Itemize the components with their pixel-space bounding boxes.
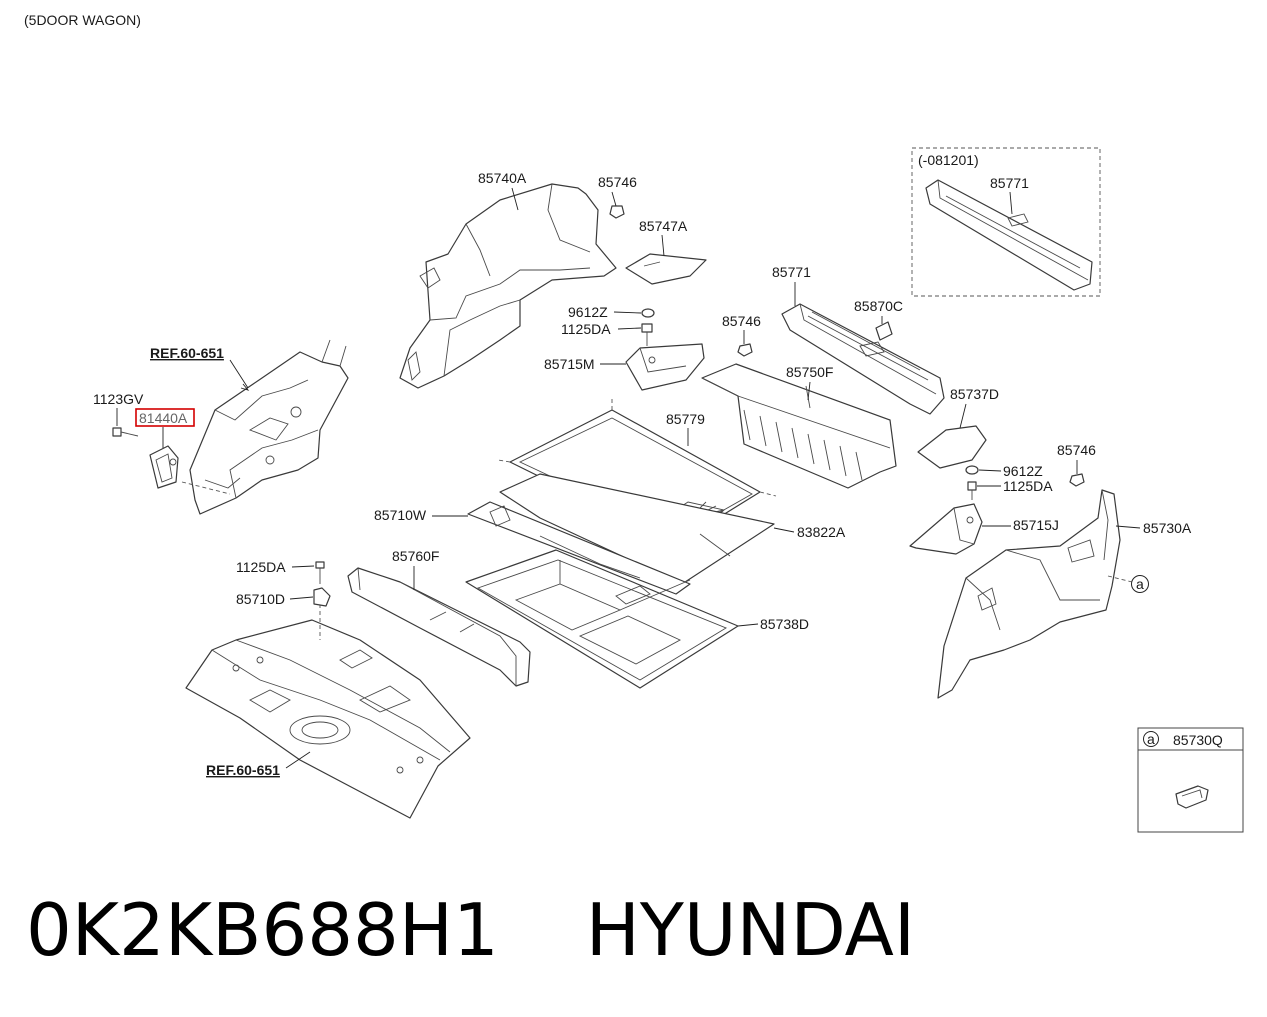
rear-floor-panel-illustration bbox=[185, 619, 471, 819]
label-1125DA-floor: 1125DA bbox=[236, 559, 286, 575]
label-85710D: 85710D bbox=[236, 591, 285, 607]
plug-9612Z-upper bbox=[641, 308, 655, 318]
plug-9612Z-lower bbox=[965, 465, 979, 475]
bracket-85710D bbox=[313, 587, 331, 607]
label-85750F: 85750F bbox=[786, 364, 833, 380]
variant-label: (5DOOR WAGON) bbox=[24, 12, 141, 28]
callout-a-label: a bbox=[1136, 576, 1144, 592]
bolt-1123GV bbox=[112, 427, 139, 437]
part-number: 0K2KB688H1 bbox=[26, 888, 499, 972]
label-85746-right: 85746 bbox=[1057, 442, 1096, 458]
ref-label-bottom: REF.60-651 bbox=[206, 762, 280, 778]
transverse-trim-85771-alt bbox=[925, 179, 1093, 291]
highlight-box bbox=[135, 408, 195, 427]
floor-cover-83822A bbox=[499, 473, 775, 585]
label-1123GV: 1123GV bbox=[93, 391, 144, 407]
label-9612Z-lower: 9612Z bbox=[1003, 463, 1043, 479]
label-85771-center: 85771 bbox=[772, 264, 811, 280]
label-85747A: 85747A bbox=[639, 218, 688, 234]
label-1125DA-lower: 1125DA bbox=[1003, 478, 1053, 494]
quarter-trim-85740A bbox=[399, 183, 617, 389]
bracket-85715M bbox=[625, 343, 705, 391]
label-85715J: 85715J bbox=[1013, 517, 1059, 533]
legend-box-85730Q: a 85730Q bbox=[1137, 727, 1244, 833]
bracket-81440A bbox=[149, 445, 179, 489]
storage-tray-85750F bbox=[701, 363, 897, 489]
clip-85746-right bbox=[1069, 473, 1085, 487]
label-85746-middle: 85746 bbox=[722, 313, 761, 329]
label-85740A: 85740A bbox=[478, 170, 527, 186]
bolt-1125DA-upper bbox=[641, 323, 653, 346]
footer: 0K2KB688H1 HYUNDAI bbox=[26, 888, 1246, 998]
parts-diagram: (5DOOR WAGON) 1123GV 81440A REF.60-651 bbox=[24, 12, 1244, 833]
label-1125DA-upper: 1125DA bbox=[561, 321, 611, 337]
cover-85747A bbox=[625, 253, 707, 285]
floor-board-85710W bbox=[467, 501, 691, 595]
brand-name: HYUNDAI bbox=[585, 888, 916, 972]
label-85715M: 85715M bbox=[544, 356, 595, 372]
clip-85746-top bbox=[609, 205, 625, 219]
label-85760F: 85760F bbox=[392, 548, 439, 564]
quarter-trim-85730A bbox=[937, 489, 1121, 699]
clip-85746-middle bbox=[737, 343, 753, 357]
label-85737D: 85737D bbox=[950, 386, 999, 402]
clip-85870C bbox=[875, 321, 893, 341]
callout-a-circle bbox=[1131, 575, 1149, 593]
label-85738D: 85738D bbox=[760, 616, 809, 632]
legend-a-label: a bbox=[1147, 731, 1155, 747]
label-83822A: 83822A bbox=[797, 524, 846, 540]
bracket-85715J bbox=[909, 503, 983, 555]
cross-member-85760F bbox=[347, 567, 531, 687]
date-group-box bbox=[911, 147, 1101, 297]
label-85730Q: 85730Q bbox=[1173, 732, 1223, 748]
label-85710W: 85710W bbox=[374, 507, 427, 523]
transverse-trim-85771 bbox=[781, 303, 945, 415]
label-9612Z-upper: 9612Z bbox=[568, 304, 608, 320]
ref-label-top: REF.60-651 bbox=[150, 345, 224, 361]
label-85870C: 85870C bbox=[854, 298, 903, 314]
label-85771-alt: 85771 bbox=[990, 175, 1029, 191]
label-85779: 85779 bbox=[666, 411, 705, 427]
bolt-1125DA-floor bbox=[315, 561, 325, 584]
label-81440A[interactable]: 81440A bbox=[139, 410, 188, 426]
bolt-1125DA-lower bbox=[967, 481, 977, 500]
label-85730A: 85730A bbox=[1143, 520, 1192, 536]
rear-side-member-illustration bbox=[181, 339, 349, 515]
cover-85737D bbox=[917, 425, 987, 469]
label-85746-top: 85746 bbox=[598, 174, 637, 190]
date-note: (-081201) bbox=[918, 152, 979, 168]
